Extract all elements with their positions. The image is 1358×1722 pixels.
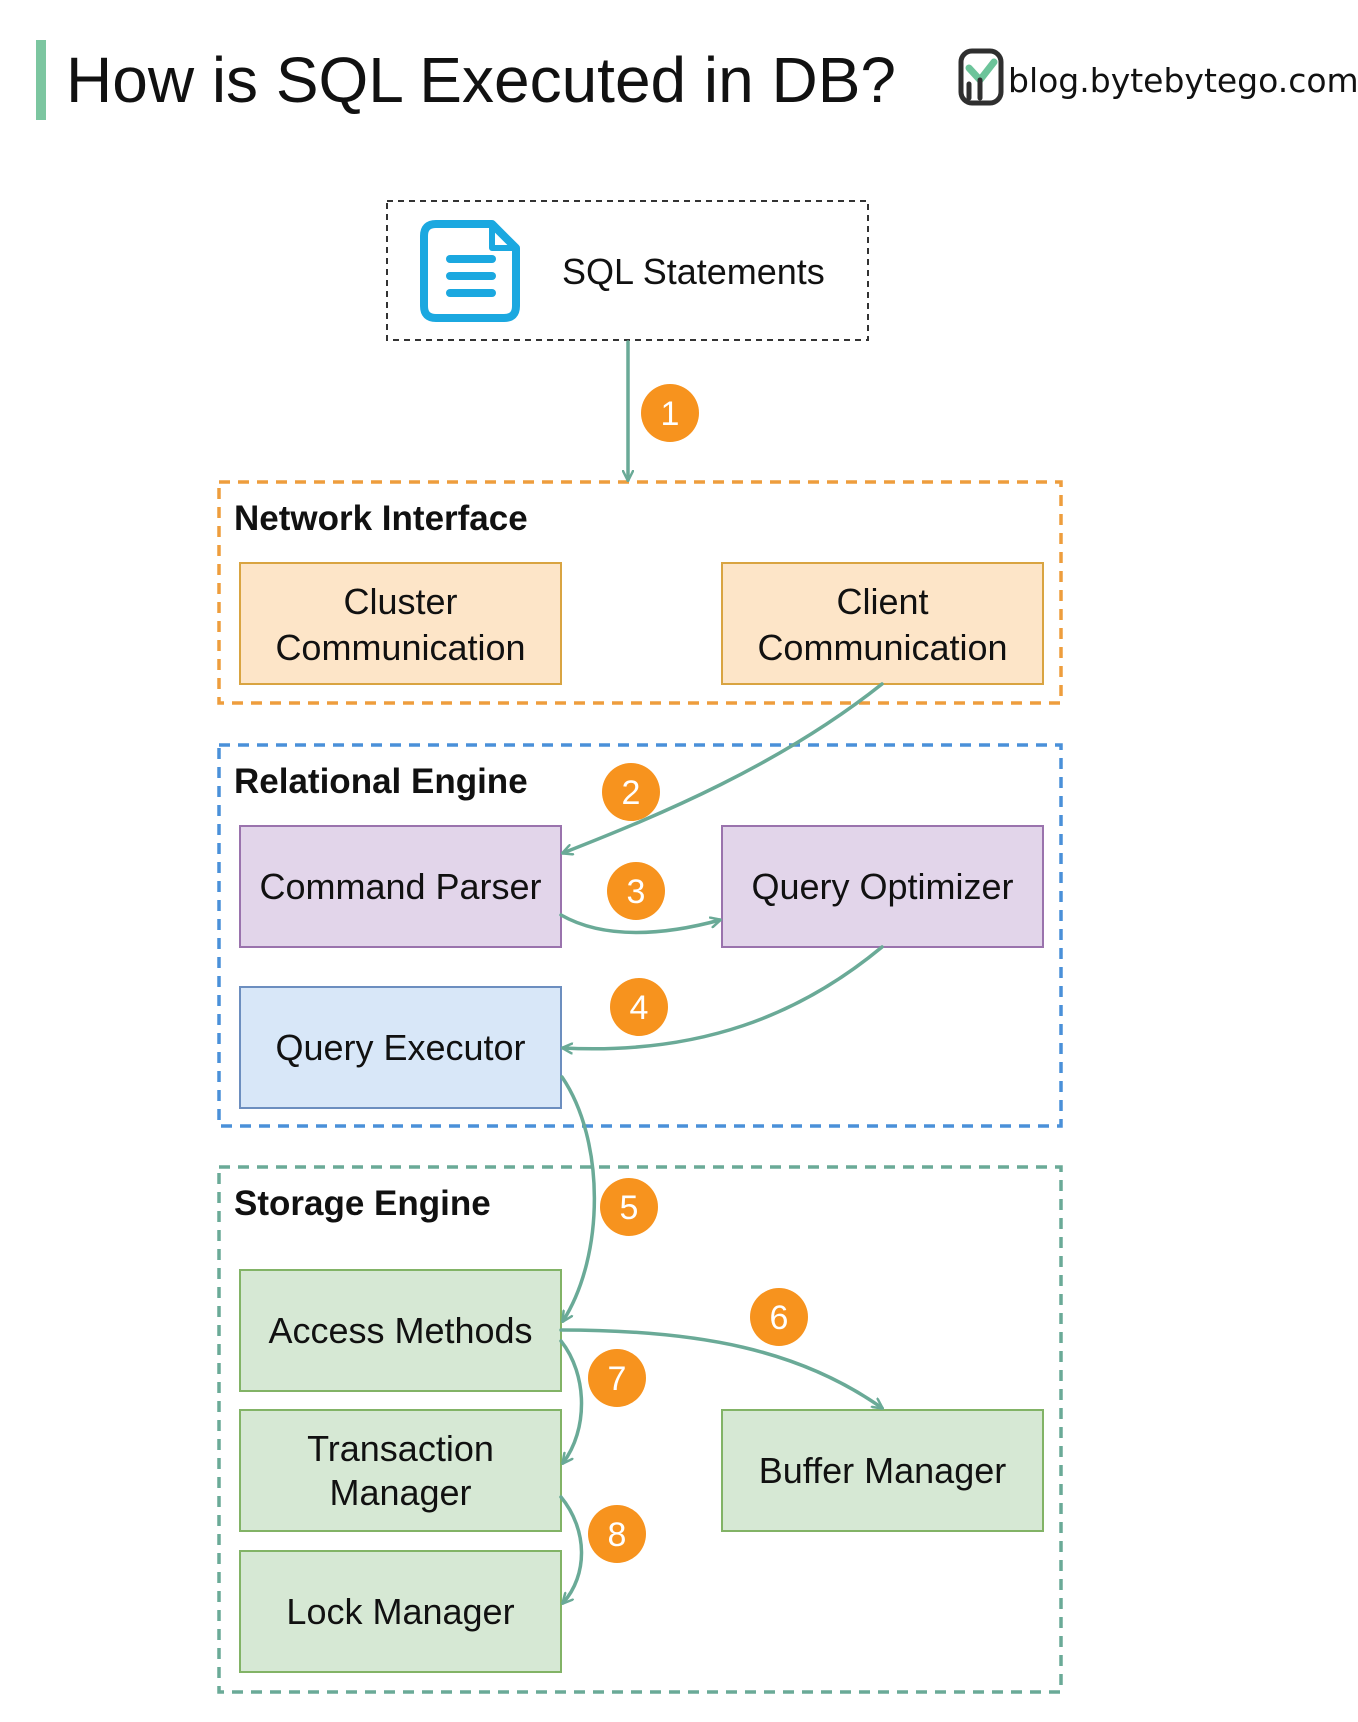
arrow-2	[563, 682, 884, 853]
step-number-7: 7	[608, 1360, 627, 1398]
query-executor-label: Query Executor	[275, 1027, 525, 1068]
header: How is SQL Executed in DB? blog.bytebyte…	[36, 40, 1358, 120]
client-communication-node[interactable]: Client Communication	[721, 562, 1044, 685]
step-number-6: 6	[770, 1299, 789, 1337]
command-parser-label: Command Parser	[259, 866, 541, 907]
network-interface-group: Network Interface Cluster Communication …	[217, 480, 1063, 705]
relational-engine-group: Relational Engine Command Parser Query O…	[217, 743, 1063, 1128]
step-number-4: 4	[630, 989, 649, 1027]
step-number-5: 5	[620, 1189, 639, 1227]
cluster-communication-label-line2: Communication	[275, 627, 525, 668]
client-communication-label-line1: Client	[836, 581, 928, 622]
arrow-4	[563, 945, 884, 1049]
query-executor-node[interactable]: Query Executor	[239, 986, 562, 1109]
bytebytego-logo-icon	[958, 48, 1004, 106]
client-communication-label-line2: Communication	[757, 627, 1007, 668]
brand-url[interactable]: blog.bytebytego.com	[1008, 61, 1358, 100]
access-methods-node[interactable]: Access Methods	[239, 1269, 562, 1392]
lock-manager-label: Lock Manager	[286, 1591, 514, 1632]
step-badge-1: 1	[641, 384, 699, 442]
transaction-manager-node[interactable]: Transaction Manager	[239, 1409, 562, 1532]
network-interface-title: Network Interface	[234, 499, 528, 538]
step-badge-5: 5	[600, 1178, 658, 1236]
flow-arrows	[559, 340, 884, 1603]
lock-manager-node[interactable]: Lock Manager	[239, 1550, 562, 1673]
step-number-8: 8	[608, 1516, 627, 1554]
step-badge-6: 6	[750, 1288, 808, 1346]
storage-engine-title: Storage Engine	[234, 1184, 491, 1223]
query-optimizer-label: Query Optimizer	[751, 866, 1013, 907]
step-number-3: 3	[627, 873, 646, 911]
cluster-communication-label-line1: Cluster	[343, 581, 457, 622]
storage-engine-border	[217, 1165, 1063, 1694]
step-badge-8: 8	[588, 1505, 646, 1563]
step-badges: 1 2 3 4 5 6 7 8	[588, 384, 808, 1563]
arrow-8	[559, 1495, 584, 1603]
buffer-manager-node[interactable]: Buffer Manager	[721, 1409, 1044, 1532]
sql-statements-box: SQL Statements	[386, 200, 869, 341]
step-number-1: 1	[661, 395, 680, 433]
step-badge-4: 4	[610, 978, 668, 1036]
title-accent-bar	[36, 40, 46, 120]
relational-engine-border	[217, 743, 1063, 1128]
transaction-manager-label-line1: Transaction	[307, 1428, 494, 1469]
step-number-2: 2	[622, 774, 641, 812]
storage-engine-group: Storage Engine Access Methods Transactio…	[217, 1165, 1063, 1694]
sql-statements-label: SQL Statements	[562, 251, 825, 292]
document-icon	[420, 220, 520, 322]
arrow-3	[559, 913, 720, 935]
step-badge-7: 7	[588, 1349, 646, 1407]
arrow-5	[560, 1075, 597, 1321]
command-parser-node[interactable]: Command Parser	[239, 825, 562, 948]
query-optimizer-node[interactable]: Query Optimizer	[721, 825, 1044, 948]
arrow-7	[559, 1339, 584, 1463]
step-badge-2: 2	[602, 763, 660, 821]
cluster-communication-node[interactable]: Cluster Communication	[239, 562, 562, 685]
access-methods-label: Access Methods	[268, 1310, 532, 1351]
buffer-manager-label: Buffer Manager	[759, 1450, 1006, 1491]
network-interface-border	[217, 480, 1063, 705]
relational-engine-title: Relational Engine	[234, 762, 528, 801]
page-title: How is SQL Executed in DB?	[66, 44, 896, 116]
arrow-6	[559, 1328, 882, 1408]
step-badge-3: 3	[607, 862, 665, 920]
transaction-manager-label-line2: Manager	[329, 1472, 471, 1513]
